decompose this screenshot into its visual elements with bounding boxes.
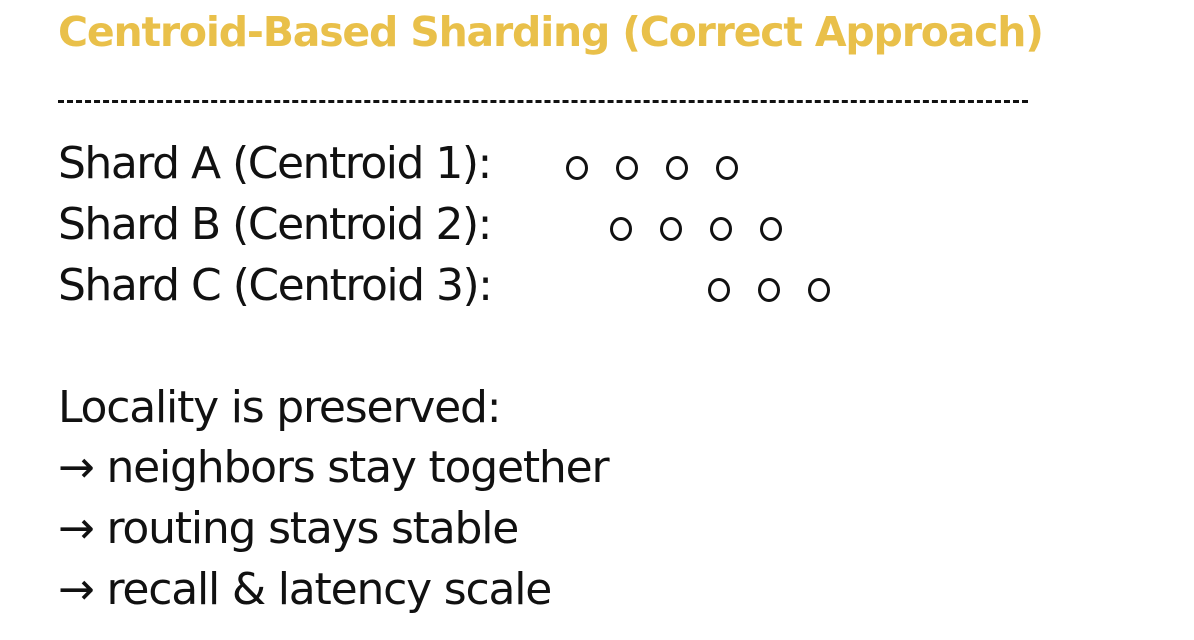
vector-point <box>616 156 638 180</box>
locality-heading: Locality is preserved: <box>58 382 502 433</box>
shard-label-a: Shard A (Centroid 1): <box>58 138 492 189</box>
shard-row-a: Shard A (Centroid 1): <box>58 136 1058 192</box>
vector-point <box>760 217 782 241</box>
benefit-item: → neighbors stay together <box>58 442 610 493</box>
vector-point <box>610 217 632 241</box>
benefit-item: → recall & latency scale <box>58 564 552 615</box>
shard-row-b: Shard B (Centroid 2): <box>58 197 1058 253</box>
shard-label-c: Shard C (Centroid 3): <box>58 260 493 311</box>
diagram-title: Centroid-Based Sharding (Correct Approac… <box>58 8 1044 56</box>
vector-point <box>666 156 688 180</box>
vector-point <box>808 278 830 302</box>
benefit-item: → routing stays stable <box>58 503 519 554</box>
vector-point <box>710 217 732 241</box>
vector-point <box>660 217 682 241</box>
vector-point <box>758 278 780 302</box>
shard-row-c: Shard C (Centroid 3): <box>58 258 1058 314</box>
vector-point <box>566 156 588 180</box>
vector-point <box>716 156 738 180</box>
shard-label-b: Shard B (Centroid 2): <box>58 199 492 250</box>
vector-point <box>708 278 730 302</box>
dashed-divider <box>58 100 1028 103</box>
